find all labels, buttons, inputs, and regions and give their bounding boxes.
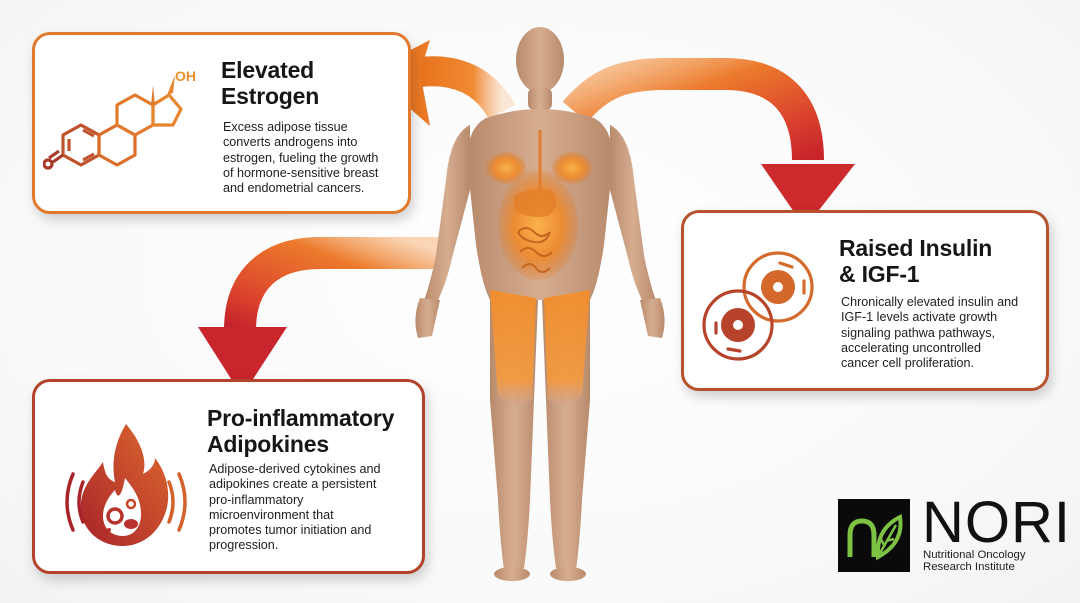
desc-line: of hormone-sensitive breast	[223, 165, 379, 180]
logo-subtitle: Nutritional Oncology Research Institute	[923, 549, 1026, 573]
card-title: Raised Insulin & IGF-1	[839, 235, 992, 287]
arrow-to-insulin	[562, 58, 855, 228]
desc-line: Adipose-derived cytokines and	[209, 462, 381, 476]
card-title: Pro-inflammatory Adipokines	[207, 405, 394, 457]
card-raised-insulin: Raised Insulin & IGF-1 Chronically eleva…	[681, 210, 1049, 391]
desc-line: pro-inflammatory	[209, 492, 304, 507]
card-description: Excess adipose tissue converts androgens…	[223, 120, 378, 196]
card-pro-inflammatory-adipokines: Pro-inflammatory Adipokines Adipose-deri…	[32, 379, 425, 574]
logo-mark	[838, 499, 910, 572]
highlighted-organs	[486, 130, 592, 280]
title-line: Adipokines	[207, 431, 329, 457]
card-description: Chronically elevated insulin and IGF-1 l…	[841, 295, 1018, 371]
card-description: Adipose-derived cytokines and adipokines…	[209, 462, 381, 554]
dividing-cells-icon	[702, 251, 814, 361]
desc-line: accelerating uncontrolled	[841, 340, 982, 355]
desc-line: promotes tumor initiation and	[209, 523, 372, 538]
desc-line: and endometrial cancers.	[223, 181, 365, 196]
title-line: & IGF-1	[839, 261, 920, 287]
title-line: Estrogen	[221, 83, 320, 109]
desc-line: microenvironment that	[209, 507, 334, 522]
hydroxyl-label: OH	[175, 68, 196, 84]
title-line: Raised Insulin	[839, 235, 993, 261]
estradiol-molecule-icon: OH	[43, 68, 196, 170]
nori-logo: NORI Nutritional Oncology Research Insti…	[838, 492, 1070, 580]
logo-subtitle-line: Research Institute	[923, 561, 1015, 573]
inflammation-flame-icon	[65, 424, 187, 546]
arrow-to-inflammation	[198, 237, 445, 396]
title-line: Pro-inflammatory	[207, 405, 395, 431]
desc-line: estrogen, fueling the growth	[223, 150, 379, 165]
highlighted-thighs	[490, 290, 590, 404]
leaf-sprout-icon	[847, 513, 903, 561]
body-silhouette	[415, 27, 665, 581]
card-elevated-estrogen: OH Elevated Estrogen Excess adipose tiss…	[32, 32, 411, 214]
logo-subtitle-line: Nutritional Oncology	[923, 549, 1026, 561]
desc-line: adipokines create a persistent	[209, 477, 377, 492]
card-title: Elevated Estrogen	[221, 57, 319, 109]
desc-line: signaling pathwa pathways,	[841, 325, 996, 340]
desc-line: Chronically elevated insulin and	[841, 295, 1019, 309]
desc-line: IGF-1 levels activate growth	[841, 310, 998, 325]
desc-line: progression.	[209, 538, 279, 553]
desc-line: Excess adipose tissue	[223, 120, 348, 134]
desc-line: cancer cell proliferation.	[841, 356, 974, 371]
title-line: Elevated	[221, 57, 315, 83]
desc-line: converts androgens into	[223, 135, 358, 150]
logo-wordmark: NORI	[922, 490, 1071, 555]
